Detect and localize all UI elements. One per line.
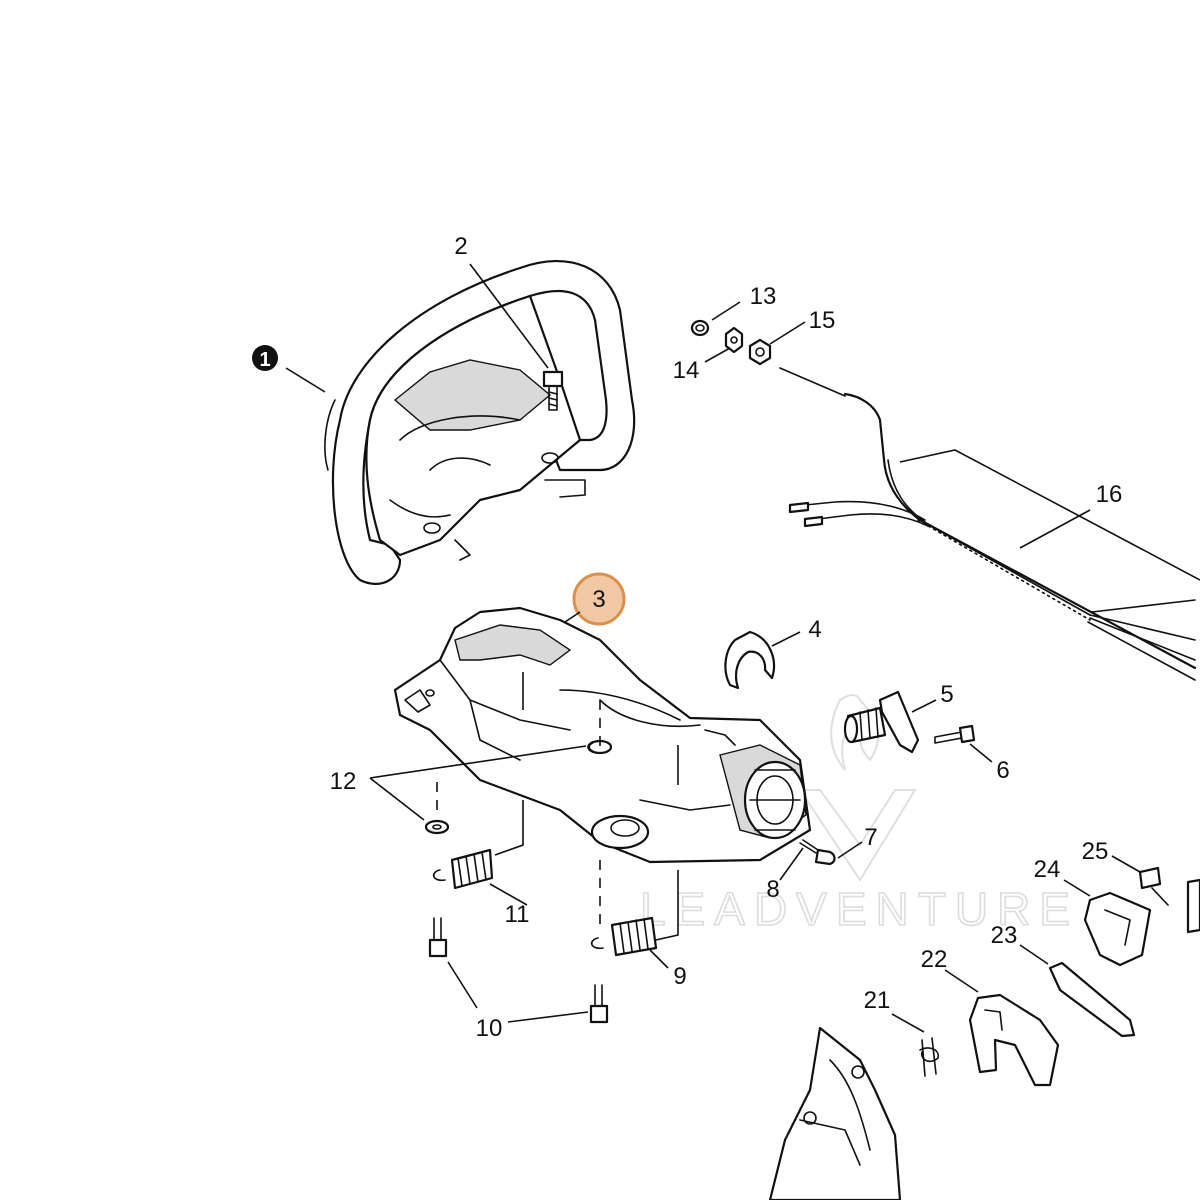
callout-15[interactable]: 15: [809, 307, 836, 334]
callout-21[interactable]: 21: [864, 987, 891, 1014]
callout-16[interactable]: 16: [1096, 481, 1123, 508]
callout-22[interactable]: 22: [921, 946, 948, 973]
part-16-wiring-harness: [779, 367, 1200, 681]
callout-12[interactable]: 12: [330, 768, 357, 795]
part-2-screw: [542, 370, 564, 411]
watermark-text: LEADVENTURE: [640, 883, 1079, 935]
watermark: LEADVENTURE: [639, 694, 1079, 936]
highlight-marker-3[interactable]: 3: [572, 572, 626, 626]
part-14-nut: [724, 326, 744, 354]
callout-3: 3: [592, 586, 605, 613]
callout-8[interactable]: 8: [766, 876, 779, 903]
part-24-catch: [1083, 891, 1152, 967]
callout-10[interactable]: 10: [476, 1015, 503, 1042]
callout-24[interactable]: 24: [1034, 856, 1061, 883]
part-23-lever: [1048, 961, 1136, 1038]
callout-11[interactable]: 11: [505, 901, 530, 928]
part-11-spring: [432, 848, 494, 890]
part-1-handlebar: [324, 259, 636, 585]
highlight-circle: [572, 572, 626, 626]
callout-7[interactable]: 7: [864, 824, 877, 851]
callout-6[interactable]: 6: [996, 757, 1009, 784]
part-4-clip: [724, 630, 776, 690]
callout-9[interactable]: 9: [673, 963, 686, 990]
part-10-screw-b: [589, 984, 609, 1024]
leader-lines: [285, 263, 1141, 1033]
callout-5[interactable]: 5: [940, 681, 953, 708]
part-21-spring: [919, 1037, 940, 1077]
callout-14[interactable]: 14: [673, 357, 700, 384]
callout-labels: 1 2 4 5 6 7 8 9 10 11 12 13 14 15 16 21 …: [252, 233, 1122, 1042]
callout-25[interactable]: 25: [1082, 838, 1109, 865]
callout-4[interactable]: 4: [808, 616, 821, 643]
part-5-fitting: [843, 690, 920, 754]
callout-23[interactable]: 23: [991, 922, 1018, 949]
handle-frame-lower: [768, 1026, 902, 1200]
part-9-spring: [590, 916, 658, 957]
callout-1: 1: [259, 349, 270, 371]
callout-2[interactable]: 2: [454, 233, 467, 260]
part-12-washer-a: [424, 819, 450, 835]
callout-1-badge[interactable]: 1: [252, 345, 278, 371]
part-13-ring: [690, 319, 710, 337]
part-10-screw-a: [428, 917, 448, 958]
callout-13[interactable]: 13: [750, 283, 777, 310]
part-25-spring: [1138, 866, 1169, 906]
part-15-nut: [748, 338, 772, 366]
part-6-screw: [934, 724, 976, 744]
part-22-trigger: [968, 993, 1060, 1087]
part-3-housing: [393, 606, 812, 864]
part-8-pin: [799, 839, 819, 854]
part-7-plug: [814, 848, 836, 866]
switch-fragment: [1186, 878, 1200, 934]
